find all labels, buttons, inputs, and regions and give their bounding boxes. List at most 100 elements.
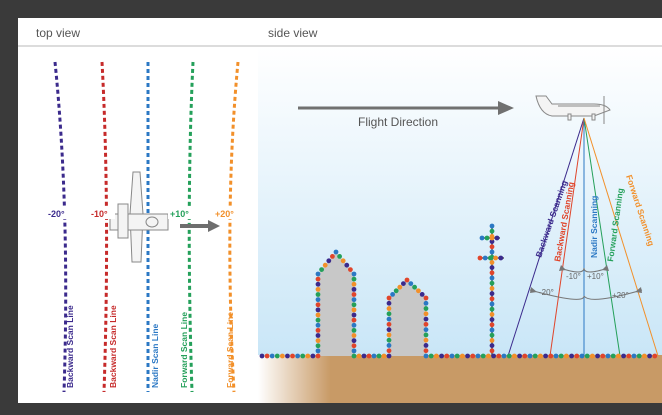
- top-angle-minus10: -10°: [91, 209, 108, 219]
- scan-dot: [621, 353, 626, 359]
- scan-dot: [522, 353, 528, 359]
- beam-forward-plus20: [583, 117, 659, 357]
- scan-dot: [488, 255, 493, 261]
- scan-dot: [631, 353, 637, 359]
- scan-dot: [553, 353, 559, 359]
- building-right: [389, 280, 426, 356]
- beam-backward-minus20: [507, 117, 585, 357]
- forward-scan-line-label-1: Forward Scan Line: [179, 312, 189, 388]
- scan-dot: [579, 353, 585, 359]
- scan-dot: [412, 284, 417, 290]
- scan-dot: [496, 353, 502, 359]
- top-view-label: top view: [36, 26, 80, 40]
- scan-dot: [423, 311, 429, 317]
- scan-dot: [489, 306, 495, 312]
- scan-dot: [351, 286, 357, 292]
- scan-dot: [386, 300, 392, 306]
- scan-dot: [460, 353, 465, 359]
- scan-dot: [386, 295, 392, 301]
- scan-dot: [386, 348, 392, 354]
- scan-dot: [454, 353, 460, 359]
- scan-dot: [401, 281, 406, 286]
- airplane-top-view-icon: [109, 171, 169, 263]
- scan-dot: [386, 321, 392, 327]
- scan-dot: [386, 306, 392, 311]
- scan-dot: [584, 353, 590, 359]
- scan-dot: [590, 353, 595, 359]
- scan-dot: [489, 327, 495, 333]
- scan-dot: [477, 255, 483, 261]
- scan-dot: [259, 353, 265, 359]
- scan-dot: [315, 343, 321, 349]
- scan-dot: [548, 353, 554, 359]
- scan-dot: [351, 353, 357, 359]
- scan-dot: [386, 311, 392, 317]
- building-left: [318, 252, 354, 356]
- scan-dot: [315, 307, 321, 313]
- scan-dot: [479, 235, 485, 241]
- scan-dot: [295, 353, 301, 359]
- flight-direction-label: Flight Direction: [358, 115, 438, 129]
- scan-dot: [351, 271, 357, 277]
- airplane-side-view-icon: [535, 95, 611, 124]
- scan-dot: [610, 353, 616, 359]
- scan-dot: [423, 343, 429, 348]
- scan-dot: [423, 353, 429, 359]
- surface-scan-dots: [259, 223, 658, 359]
- scan-dot: [489, 348, 495, 354]
- scan-dot: [428, 353, 434, 359]
- scan-dot: [351, 333, 357, 338]
- arc-plus20: [583, 289, 643, 300]
- scan-dot: [408, 281, 414, 286]
- backward-scan-line-label-2: Backward Scan Line: [108, 305, 118, 388]
- ground-fade: [258, 355, 662, 403]
- scan-dot: [351, 297, 357, 303]
- scan-dot: [333, 249, 339, 255]
- scan-dot: [423, 300, 429, 306]
- top-angle-plus20: +20°: [215, 209, 234, 219]
- scan-dot: [279, 353, 285, 359]
- scan-dot: [305, 353, 311, 359]
- scan-dot: [315, 271, 321, 277]
- scan-dot: [310, 353, 316, 359]
- scan-dot: [351, 338, 357, 344]
- scan-dot: [489, 322, 495, 328]
- scan-dot: [386, 316, 392, 322]
- scan-dot: [386, 327, 392, 333]
- scan-dot: [489, 265, 495, 270]
- scan-dot: [489, 239, 495, 245]
- scan-dot: [274, 353, 280, 359]
- scan-dot: [315, 322, 321, 328]
- scan-dot: [423, 348, 429, 354]
- scan-dot: [489, 223, 495, 229]
- scan-dot: [652, 353, 658, 359]
- scan-dot: [616, 353, 621, 359]
- scan-dot: [489, 312, 495, 317]
- scan-dot: [605, 353, 611, 359]
- scan-dot: [489, 286, 495, 291]
- scan-dot: [569, 353, 574, 359]
- scan-dot: [344, 262, 350, 268]
- scan-dot: [322, 262, 328, 268]
- scan-dot: [315, 353, 321, 359]
- scan-dot: [397, 284, 403, 290]
- scan-dot: [564, 353, 569, 359]
- scan-dot: [489, 317, 495, 322]
- scan-dot: [600, 353, 606, 359]
- scan-dot: [465, 353, 470, 359]
- scan-dot: [361, 353, 367, 359]
- scan-dot: [489, 296, 495, 302]
- scan-dot: [340, 258, 346, 264]
- scan-dot: [484, 235, 490, 241]
- scan-dot: [386, 332, 392, 338]
- scan-dot: [371, 353, 377, 359]
- beam-backward-minus10: [549, 117, 585, 357]
- scan-dot: [386, 353, 392, 359]
- scan-dot: [489, 280, 495, 286]
- scan-dot: [636, 353, 642, 359]
- scan-dot: [423, 295, 429, 301]
- scan-dot: [351, 276, 357, 282]
- scan-dot: [404, 277, 410, 283]
- scan-dot: [386, 337, 392, 343]
- scan-dot: [351, 327, 357, 333]
